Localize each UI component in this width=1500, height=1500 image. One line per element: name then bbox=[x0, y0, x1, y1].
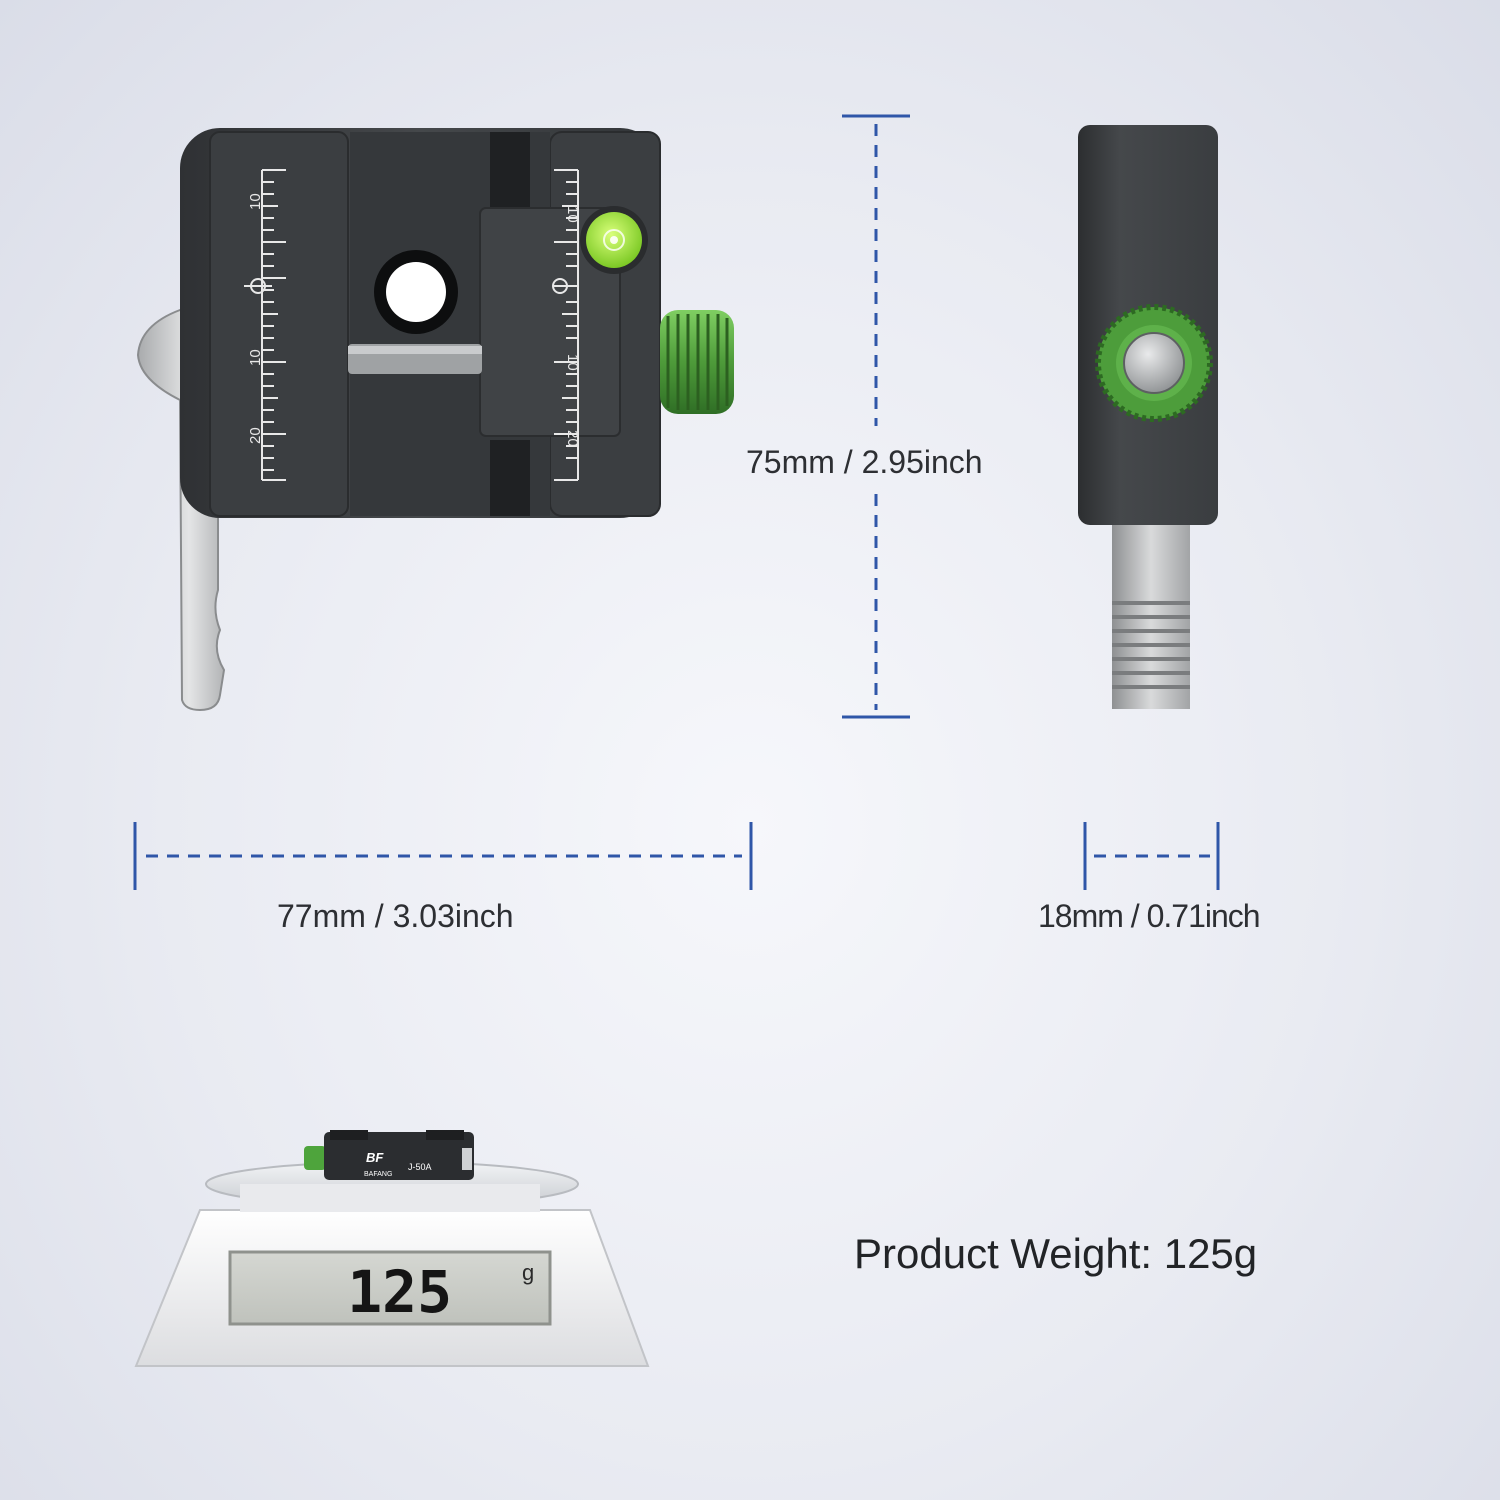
clamp-jaw bbox=[479, 207, 621, 437]
mini-clamp-brand-name: BAFANG bbox=[364, 1171, 392, 1178]
mini-clamp: BF BAFANG J-50A bbox=[304, 1130, 474, 1180]
height-dimension-line bbox=[842, 114, 910, 719]
right-tick-label-3: 20 bbox=[564, 430, 581, 447]
mini-clamp-brand: BF bbox=[366, 1150, 384, 1165]
height-label: 75mm / 2.95inch bbox=[746, 444, 983, 480]
left-tick-label-1: 10 bbox=[247, 193, 264, 210]
bubble-level-icon bbox=[580, 206, 648, 274]
mini-clamp-model: J-50A bbox=[408, 1162, 432, 1172]
locking-knob[interactable] bbox=[660, 310, 734, 414]
width-dimension-line bbox=[133, 822, 753, 890]
left-ruler bbox=[261, 169, 286, 481]
digital-scale: 125 g BF BAFANG J-50A bbox=[134, 1130, 650, 1367]
product-weight-label: Product Weight: 125g bbox=[854, 1230, 1258, 1277]
left-tick-label-2: 10 bbox=[247, 349, 264, 366]
scale-display bbox=[228, 1250, 552, 1326]
width-label: 77mm / 3.03inch bbox=[277, 898, 514, 934]
depth-dimension-line bbox=[1083, 822, 1220, 890]
clamp-top-view: 10 10 20 10 10 20 bbox=[136, 128, 734, 712]
right-tick-label-2: 10 bbox=[564, 354, 581, 371]
scale-reading: 125 bbox=[347, 1258, 452, 1326]
left-tick-label-3: 20 bbox=[247, 427, 264, 444]
scale-unit: g bbox=[522, 1260, 534, 1285]
depth-label: 18mm / 0.71inch bbox=[1038, 898, 1261, 934]
right-ruler bbox=[554, 169, 579, 481]
left-rail bbox=[209, 131, 349, 517]
right-tick-label-1: 10 bbox=[564, 206, 581, 223]
knob-end-icon[interactable] bbox=[1095, 304, 1213, 422]
clamp-side-view bbox=[1078, 125, 1218, 709]
